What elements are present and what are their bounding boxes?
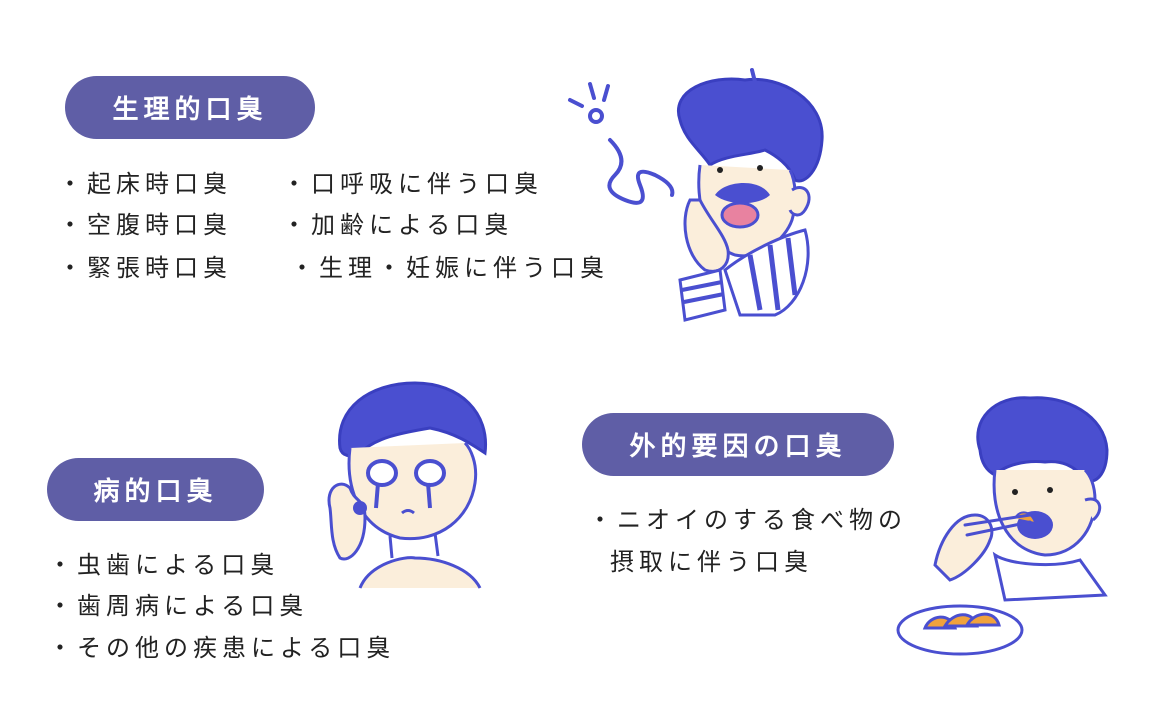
- list-item: ・口呼吸に伴う口臭: [282, 170, 543, 198]
- breath-check-man-illustration: [568, 68, 824, 322]
- list-item: ・起床時口臭: [58, 170, 232, 198]
- crying-man-illustration: [327, 381, 488, 589]
- list-item: ・虫歯による口臭: [48, 551, 280, 579]
- list-item: ・歯周病による口臭: [48, 592, 309, 620]
- list-item: ・加齢による口臭: [282, 211, 514, 239]
- list-item: ・その他の疾患による口臭: [48, 634, 396, 662]
- external-title-pill: 外的要因の口臭: [582, 413, 894, 476]
- physiological-title-pill: 生理的口臭: [65, 76, 315, 139]
- pathological-title-pill: 病的口臭: [47, 458, 264, 521]
- list-item: ・緊張時口臭: [58, 254, 232, 282]
- eating-gyoza-man-illustration: [896, 396, 1109, 656]
- list-item: ・空腹時口臭: [58, 211, 232, 239]
- list-item: 摂取に伴う口臭: [610, 548, 813, 576]
- list-item: ・ニオイのする食べ物の: [588, 506, 907, 534]
- list-item: ・生理・妊娠に伴う口臭: [290, 254, 609, 282]
